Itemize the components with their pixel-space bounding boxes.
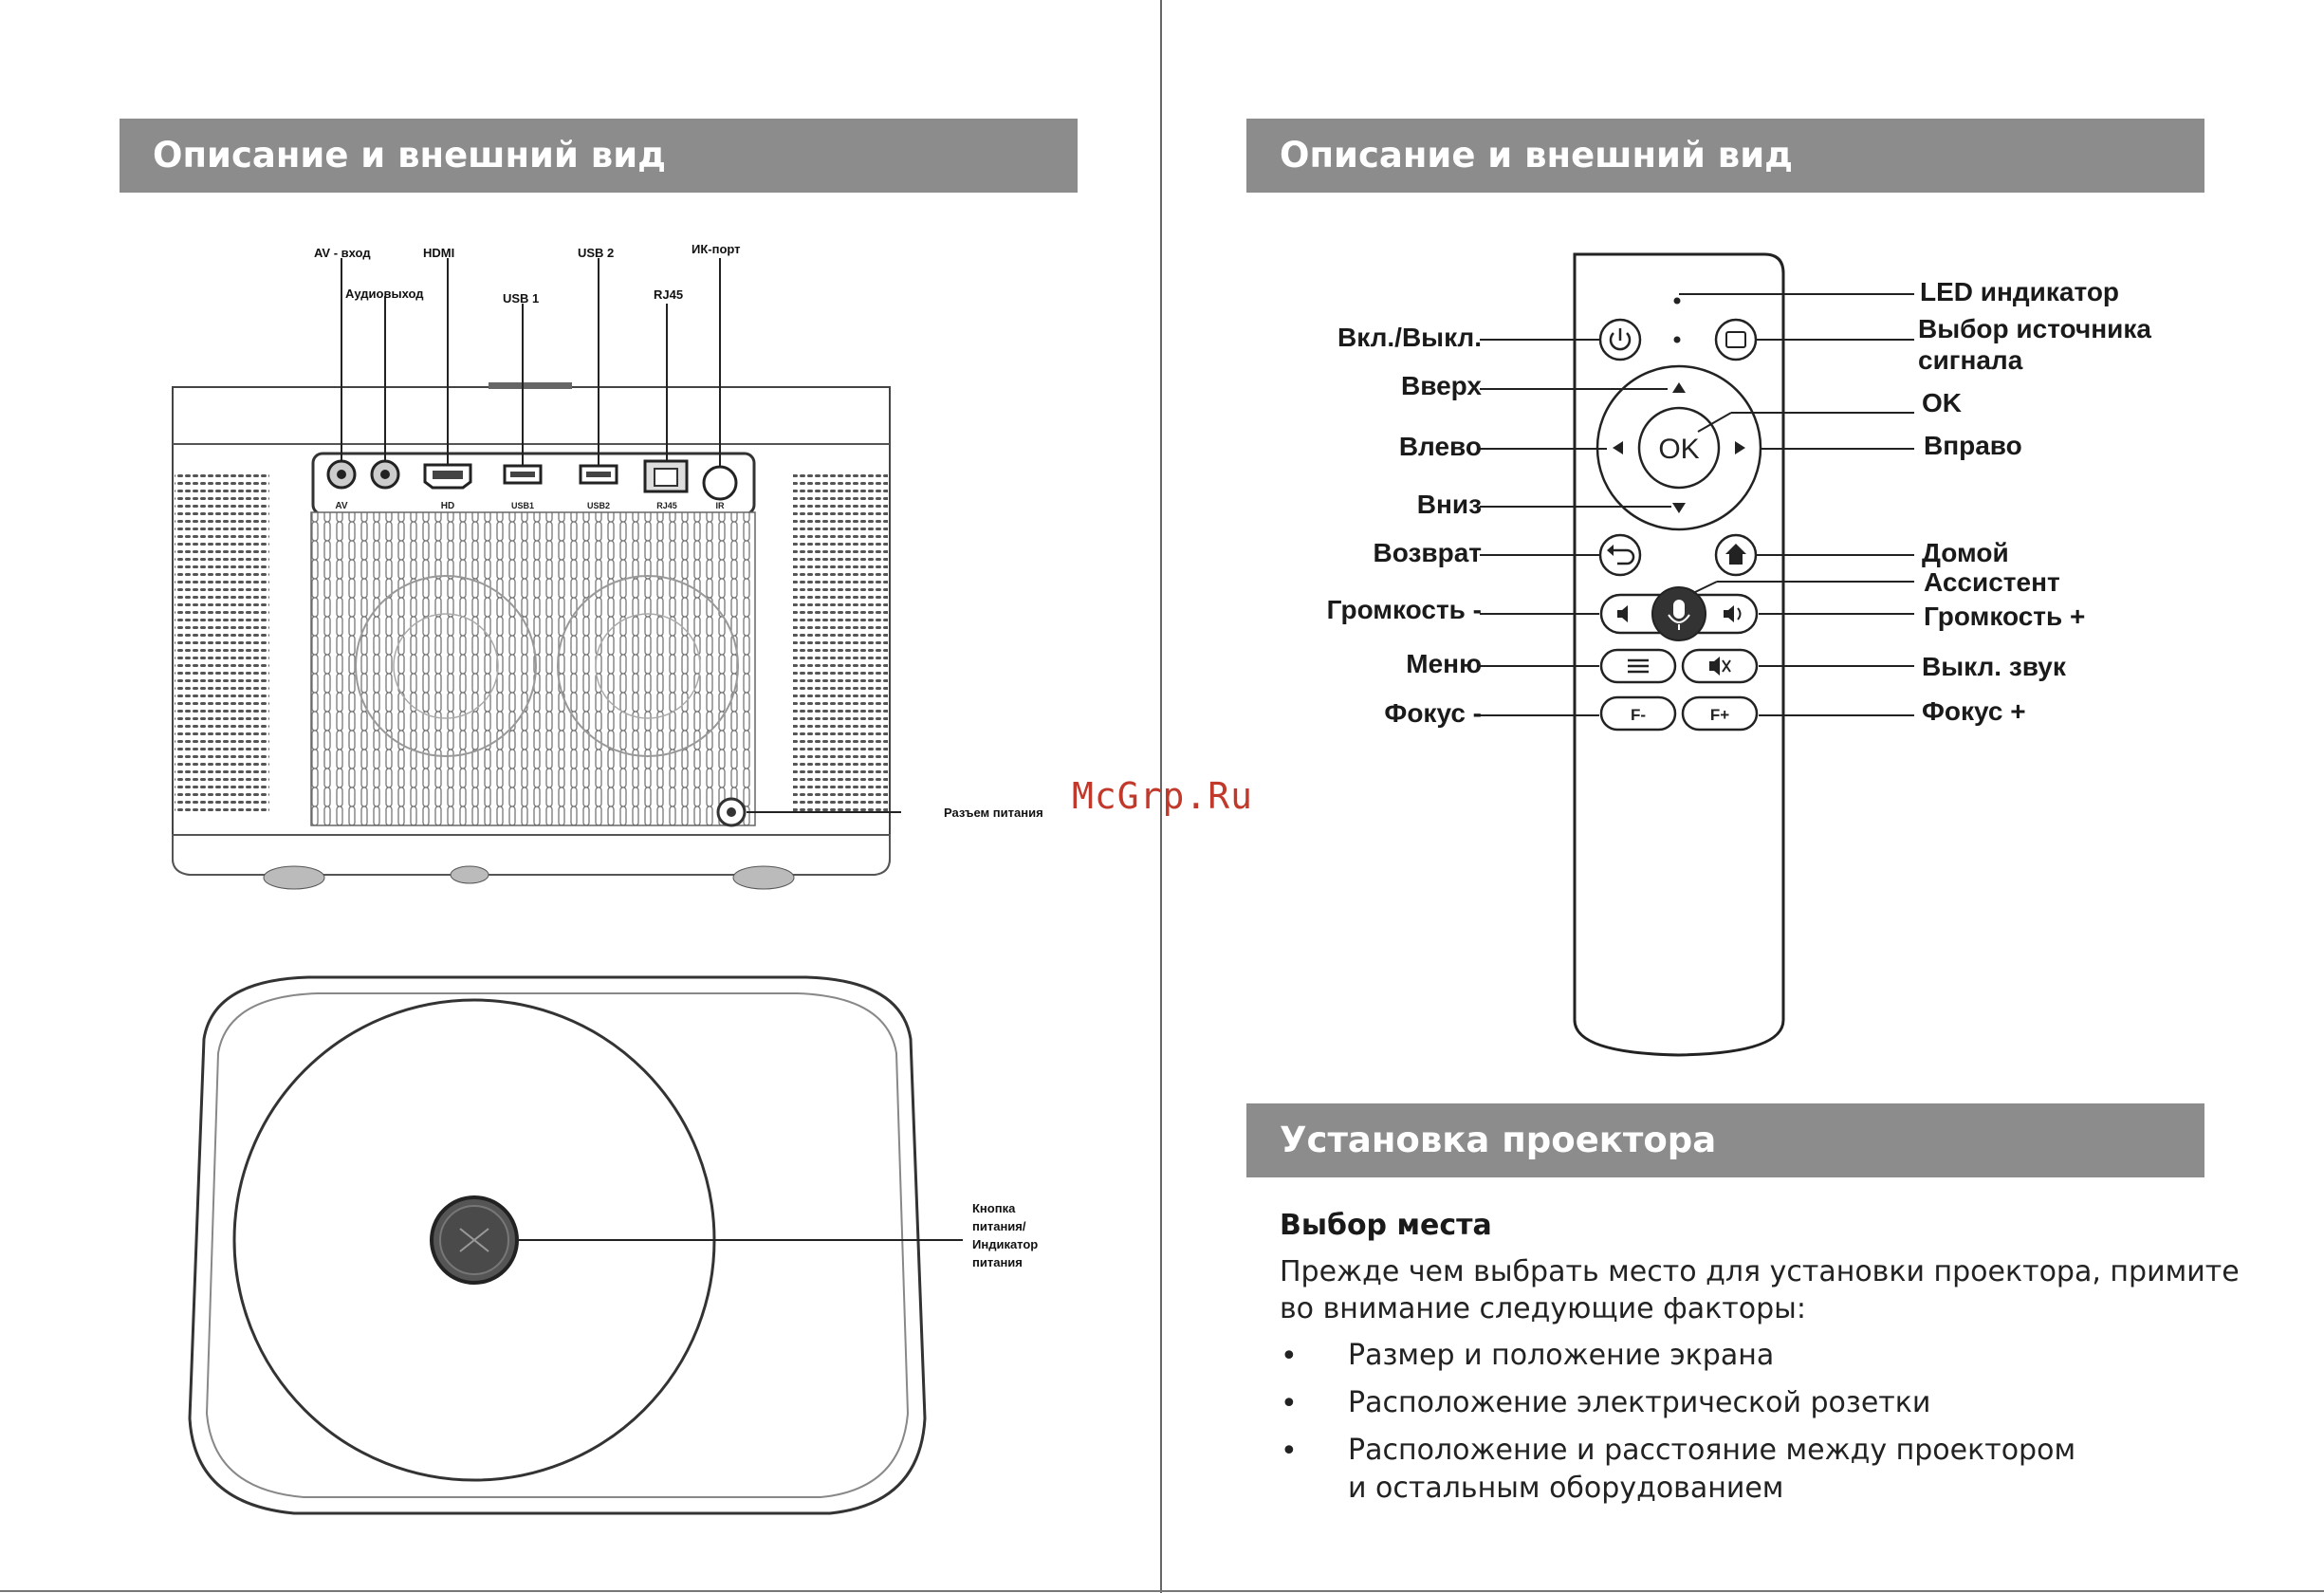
port-mark-av: AV xyxy=(335,501,347,511)
bullet-3-symbol: • xyxy=(1281,1435,1298,1468)
remote-label-source-2: сигнала xyxy=(1918,345,2023,375)
label-usb1: USB 1 xyxy=(503,291,540,306)
remote-label-vol-down: Громкость - xyxy=(1326,595,1482,624)
page-divider xyxy=(1160,0,1162,1593)
label-power-button-1: Кнопка xyxy=(972,1201,1016,1215)
label-usb2: USB 2 xyxy=(578,246,615,260)
projector-back-diagram: AV HD USB1 USB2 RJ45 IR xyxy=(172,258,901,890)
remote-focus-plus-text: F+ xyxy=(1710,706,1729,724)
remote-label-vol-up: Громкость + xyxy=(1924,602,2086,631)
install-header-bar: Установка проектора xyxy=(1246,1103,2204,1177)
remote-ok-text: OK xyxy=(1658,434,1699,465)
remote-focus-minus-text: F- xyxy=(1631,706,1646,724)
remote-control-diagram: OK F- F+ xyxy=(1573,252,1785,1057)
bullet-1-symbol: • xyxy=(1281,1340,1298,1373)
remote-label-menu: Меню xyxy=(1406,649,1482,678)
bullet-3-continuation: и остальным оборудованием xyxy=(1348,1472,1784,1505)
remote-label-focus-minus: Фокус - xyxy=(1384,698,1482,728)
remote-label-right: Вправо xyxy=(1924,431,2022,460)
bullet-3-text: Расположение и расстояние между проектор… xyxy=(1348,1434,2076,1467)
remote-label-back: Возврат xyxy=(1373,538,1482,567)
left-header-bar: Описание и внешний вид xyxy=(120,119,1078,193)
label-power-button-4: питания xyxy=(972,1255,1023,1269)
page-bottom-line xyxy=(0,1590,2324,1592)
watermark: McGrp.Ru xyxy=(1072,775,1254,817)
remote-label-power: Вкл./Выкл. xyxy=(1337,323,1482,352)
port-mark-hd: HD xyxy=(441,501,454,511)
install-intro-line-2: во внимание следующие факторы: xyxy=(1280,1292,1806,1325)
remote-label-source-1: Выбор источника xyxy=(1918,314,2151,343)
label-rj45: RJ45 xyxy=(654,287,684,302)
remote-callout-lines xyxy=(1480,293,1914,716)
port-mark-rj45: RJ45 xyxy=(656,501,677,510)
left-header-title: Описание и внешний вид xyxy=(153,135,666,176)
label-power-button-2: питания/ xyxy=(972,1219,1026,1233)
remote-label-left: Влево xyxy=(1398,432,1482,461)
projector-top-diagram xyxy=(188,975,963,1515)
bullet-2-symbol: • xyxy=(1281,1387,1298,1420)
right-header-bar: Описание и внешний вид xyxy=(1246,119,2204,193)
label-av-in: AV - вход xyxy=(314,246,371,260)
remote-label-down: Вниз xyxy=(1416,490,1482,519)
remote-label-assistant: Ассистент xyxy=(1924,567,2060,597)
install-intro-line-1: Прежде чем выбрать место для установки п… xyxy=(1280,1255,2240,1288)
bullet-1-text: Размер и положение экрана xyxy=(1348,1339,1775,1372)
remote-label-led: LED индикатор xyxy=(1920,277,2120,306)
remote-label-focus-plus: Фокус + xyxy=(1922,696,2026,726)
remote-label-ok: OK xyxy=(1922,388,1962,417)
port-mark-usb2: USB2 xyxy=(587,501,610,510)
right-header-title: Описание и внешний вид xyxy=(1280,135,1793,176)
port-mark-usb1: USB1 xyxy=(511,501,534,510)
bullet-2-text: Расположение электрической розетки xyxy=(1348,1386,1931,1419)
label-power-button-3: Индикатор xyxy=(972,1237,1039,1251)
label-hdmi: HDMI xyxy=(423,246,455,260)
port-mark-ir: IR xyxy=(716,501,726,510)
remote-label-mute: Выкл. звук xyxy=(1922,652,2066,681)
remote-label-home: Домой xyxy=(1922,538,2009,567)
label-ir-port: ИК-порт xyxy=(692,242,741,256)
label-audio-out: Аудиовыход xyxy=(345,287,424,301)
install-subtitle: Выбор места xyxy=(1280,1209,1492,1242)
label-power-jack: Разъем питания xyxy=(944,806,1043,820)
install-header-title: Установка проектора xyxy=(1280,1120,1717,1160)
remote-label-up: Вверх xyxy=(1401,371,1482,400)
